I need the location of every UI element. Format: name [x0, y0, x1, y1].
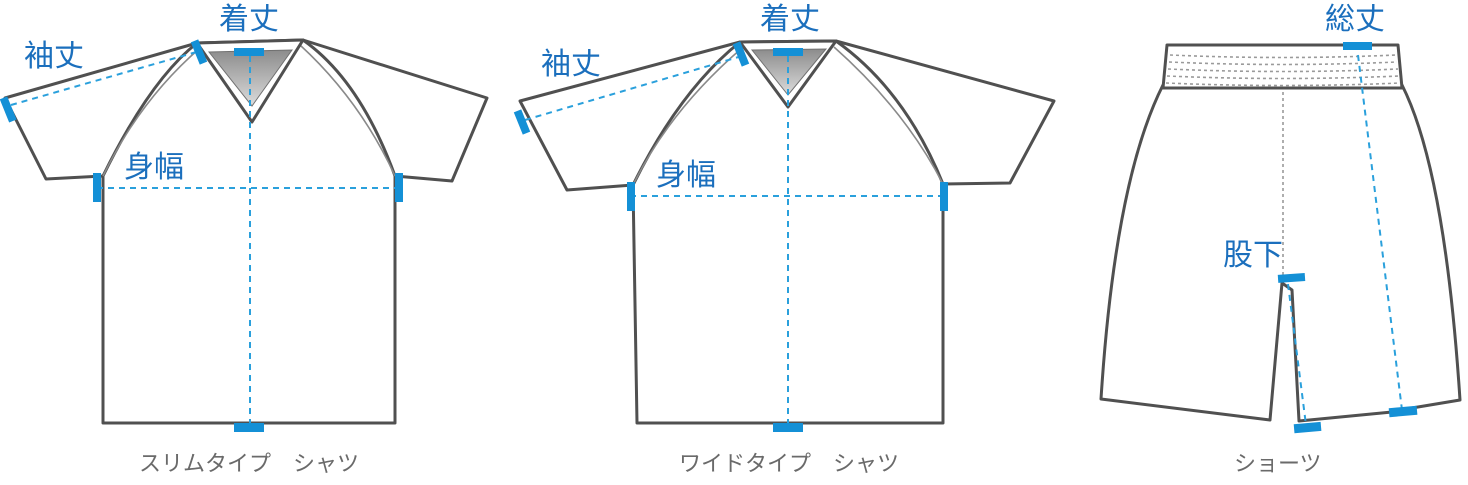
slim-length-bottom-marker	[234, 423, 264, 432]
waistband-elastic-stitching	[1165, 54, 1401, 87]
wide-sleeve-line	[524, 55, 743, 121]
shorts-inseam-top-marker	[1277, 273, 1306, 283]
wide-width-left-marker	[627, 182, 635, 211]
slim-caption: スリムタイプ シャツ	[139, 452, 359, 477]
slim-width-left-marker	[93, 173, 101, 202]
slim-width-label: 身幅	[124, 150, 184, 185]
shorts-total-bottom-marker	[1388, 405, 1418, 418]
slim-body	[101, 38, 397, 425]
slim-shirt: 着丈 袖丈 身幅 スリムタイプ シャツ	[0, 2, 489, 477]
wide-length-top-marker	[773, 48, 803, 56]
wide-sleeve-end-marker	[513, 109, 531, 135]
shorts-inseam-label: 股下	[1223, 238, 1283, 273]
wide-width-right-marker	[940, 182, 948, 211]
wide-length-label: 着丈	[760, 2, 820, 37]
shorts-inseam-line	[1287, 283, 1307, 426]
shorts-total-top-marker	[1343, 42, 1372, 50]
shorts-body	[1099, 83, 1462, 423]
shorts-total-label: 総丈	[1325, 2, 1385, 37]
slim-sleeve-label: 袖丈	[24, 39, 84, 74]
shorts-total-length-line	[1357, 54, 1403, 411]
slim-sleeve-shoulder-marker	[190, 39, 208, 65]
shorts-caption: ショーツ	[1234, 452, 1322, 477]
shorts-waistband	[1161, 43, 1404, 90]
slim-length-top-marker	[234, 48, 264, 56]
slim-width-right-marker	[395, 173, 403, 202]
wide-shirt: 着丈 袖丈 身幅 ワイドタイプ シャツ	[513, 2, 1056, 477]
shorts-inseam-bottom-marker	[1293, 421, 1322, 434]
wide-width-label: 身幅	[656, 158, 716, 193]
slim-sleeve-end-marker	[0, 96, 17, 123]
slim-length-label: 着丈	[219, 2, 279, 37]
wide-sleeve-label: 袖丈	[541, 47, 601, 82]
wide-caption: ワイドタイプ シャツ	[679, 452, 899, 477]
wide-length-bottom-marker	[773, 423, 803, 432]
shorts: 総丈 股下 ショーツ	[1099, 2, 1462, 477]
wide-sleeve-shoulder-marker	[732, 41, 750, 67]
